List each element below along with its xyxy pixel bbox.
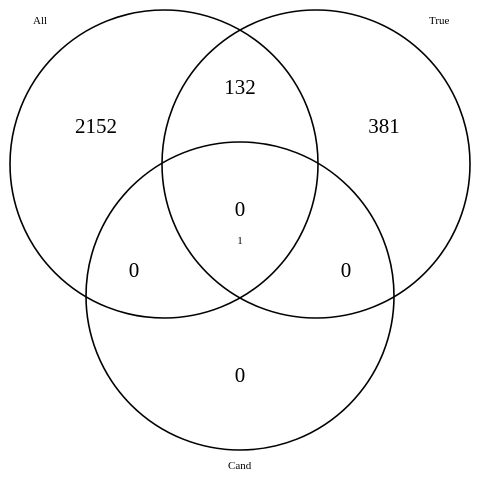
circle-cand	[85, 141, 395, 451]
set-label-cand: Cand	[228, 460, 252, 472]
count-true-cand: 0	[341, 258, 352, 282]
circle-true	[161, 9, 471, 319]
count-all-only: 2152	[75, 114, 117, 138]
set-label-true: True	[429, 15, 449, 27]
circle-all	[9, 9, 319, 319]
count-true-only: 381	[368, 114, 400, 138]
count-all-cand: 0	[129, 258, 140, 282]
set-label-all: All	[33, 15, 47, 27]
count-cand-only: 0	[235, 363, 246, 387]
count-all-true-cand: 0	[235, 197, 246, 221]
count-all-true: 132	[224, 75, 256, 99]
center-note-value: 1	[237, 235, 243, 247]
